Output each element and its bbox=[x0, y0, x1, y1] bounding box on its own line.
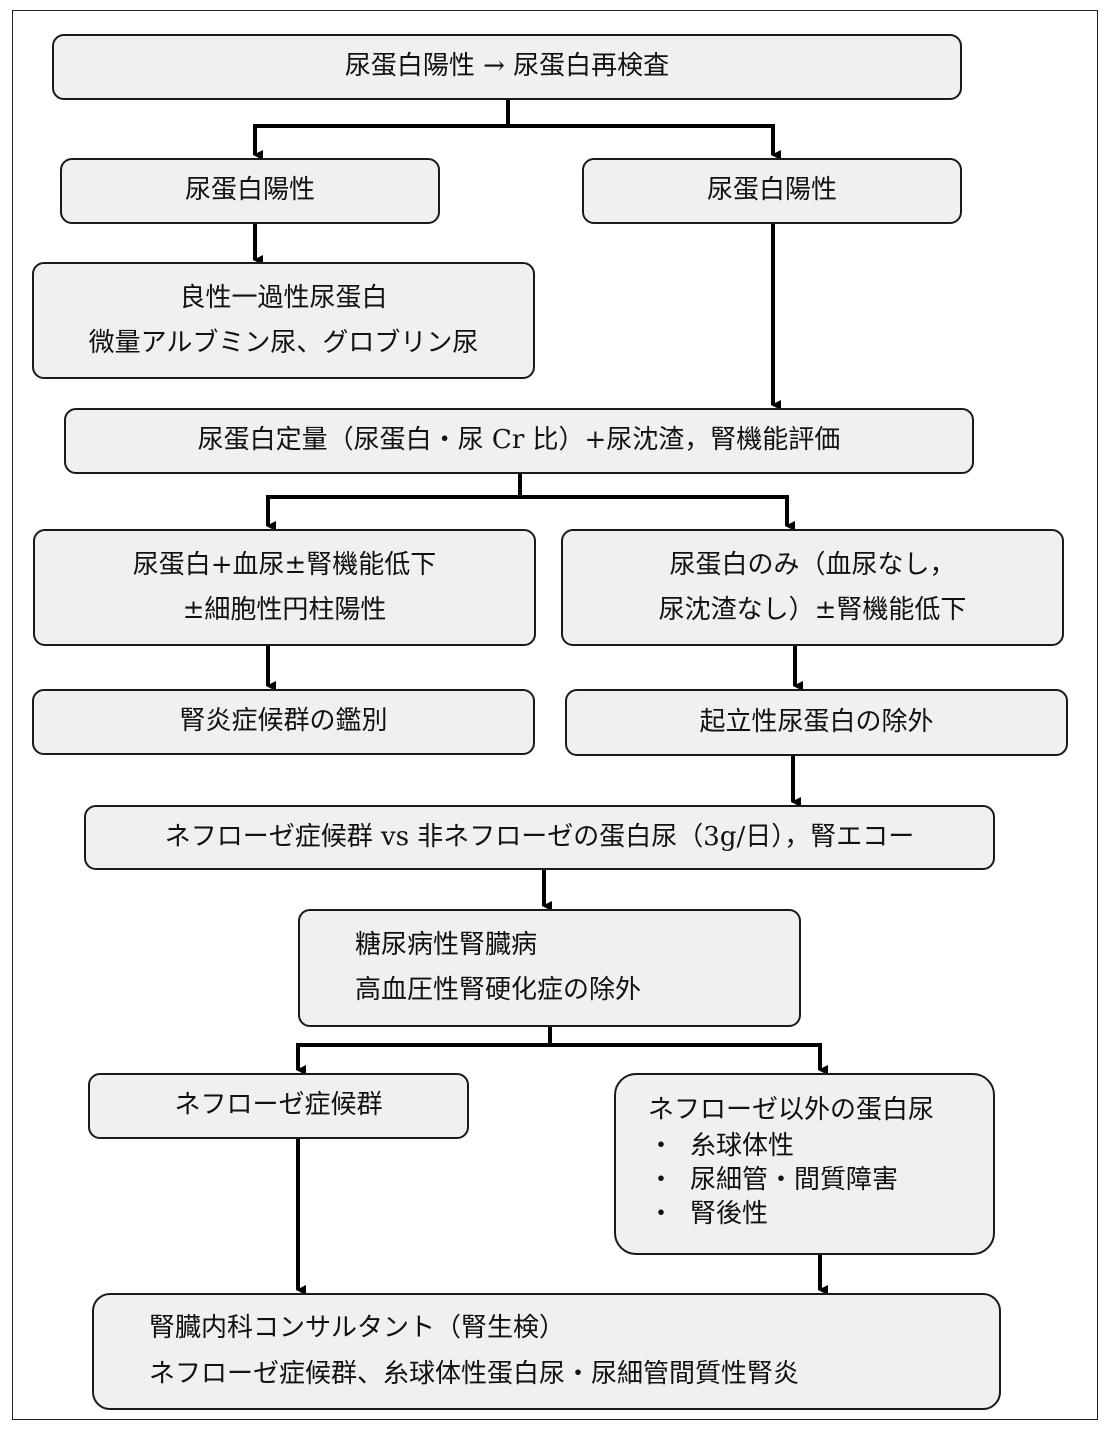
connector-diabetic-split-right bbox=[550, 1043, 828, 1075]
node-non-nephrotic: ネフローゼ以外の蛋白尿 ・糸球体性 ・尿細管・間質障害 ・腎後性 bbox=[614, 1073, 995, 1255]
node-nephrotic-text: ネフローゼ症候群 bbox=[174, 1090, 383, 1121]
node-non-nephrotic-list: ・糸球体性 ・尿細管・間質障害 ・腎後性 bbox=[648, 1130, 898, 1231]
node-quantify: 尿蛋白定量（尿蛋白・尿 Cr 比）+尿沈渣，腎機能評価 bbox=[64, 408, 974, 474]
node-branch-left-text: 尿蛋白陽性 bbox=[184, 175, 315, 206]
list-item: ・腎後性 bbox=[648, 1198, 769, 1229]
node-diabetic-line-1: 糖尿病性腎臓病 bbox=[355, 929, 538, 960]
connector-start-right bbox=[508, 124, 781, 160]
node-quantify-text: 尿蛋白定量（尿蛋白・尿 Cr 比）+尿沈渣，腎機能評価 bbox=[197, 425, 841, 456]
node-consult-line-1: 腎臓内科コンサルタント（腎生検） bbox=[149, 1313, 566, 1343]
list-item: ・尿細管・間質障害 bbox=[648, 1164, 899, 1195]
node-branch-right: 尿蛋白陽性 bbox=[582, 158, 962, 224]
node-nephritis-text: 腎炎症候群の鑑別 bbox=[179, 706, 388, 737]
node-start: 尿蛋白陽性 → 尿蛋白再検査 bbox=[52, 34, 962, 100]
node-benign-line-2: 微量アルブミン尿、グロブリン尿 bbox=[88, 327, 479, 358]
node-diabetic-line-2: 高血圧性腎硬化症の除外 bbox=[355, 975, 642, 1005]
node-benign: 良性一過性尿蛋白 微量アルブミン尿、グロブリン尿 bbox=[32, 262, 535, 379]
diagram-frame bbox=[12, 10, 1098, 1420]
list-item: ・糸球体性 bbox=[648, 1131, 795, 1162]
node-non-nephrotic-title: ネフローゼ以外の蛋白尿 bbox=[648, 1095, 935, 1125]
node-protein-only-line-1: 尿蛋白のみ（血尿なし， bbox=[669, 550, 956, 581]
node-consult: 腎臓内科コンサルタント（腎生検） ネフローゼ症候群、糸球体性蛋白尿・尿細管間質性… bbox=[92, 1293, 1001, 1410]
node-nephritis: 腎炎症候群の鑑別 bbox=[32, 689, 535, 755]
node-start-text: 尿蛋白陽性 → 尿蛋白再検査 bbox=[344, 51, 670, 82]
connector-diabetic-split-left bbox=[296, 1027, 552, 1075]
node-protein-only-line-2: 尿沈渣なし）±腎機能低下 bbox=[658, 594, 967, 625]
connector-start-split bbox=[253, 100, 510, 160]
connector-quantify-split-left bbox=[266, 474, 522, 531]
node-hematuria-line-2: ±細胞性円柱陽性 bbox=[182, 594, 387, 625]
node-branch-right-text: 尿蛋白陽性 bbox=[706, 175, 837, 206]
node-orthostatic-text: 起立性尿蛋白の除外 bbox=[699, 706, 934, 737]
node-hematuria-line-1: 尿蛋白+血尿±腎機能低下 bbox=[132, 550, 437, 581]
node-benign-line-1: 良性一過性尿蛋白 bbox=[179, 283, 388, 314]
node-hematuria: 尿蛋白+血尿±腎機能低下 ±細胞性円柱陽性 bbox=[33, 529, 536, 646]
node-branch-left: 尿蛋白陽性 bbox=[60, 158, 440, 224]
connector-quantify-split-right bbox=[520, 495, 795, 531]
node-nephrotic: ネフローゼ症候群 bbox=[88, 1073, 469, 1139]
node-orthostatic: 起立性尿蛋白の除外 bbox=[565, 689, 1068, 756]
node-nephrotic-vs-text: ネフローゼ症候群 vs 非ネフローゼの蛋白尿（3g/日），腎エコー bbox=[164, 821, 915, 852]
node-consult-line-2: ネフローゼ症候群、糸球体性蛋白尿・尿細管間質性腎炎 bbox=[149, 1358, 800, 1389]
node-diabetic: 糖尿病性腎臓病 高血圧性腎硬化症の除外 bbox=[298, 909, 801, 1027]
node-nephrotic-vs: ネフローゼ症候群 vs 非ネフローゼの蛋白尿（3g/日），腎エコー bbox=[84, 805, 995, 870]
node-protein-only: 尿蛋白のみ（血尿なし， 尿沈渣なし）±腎機能低下 bbox=[561, 529, 1064, 646]
